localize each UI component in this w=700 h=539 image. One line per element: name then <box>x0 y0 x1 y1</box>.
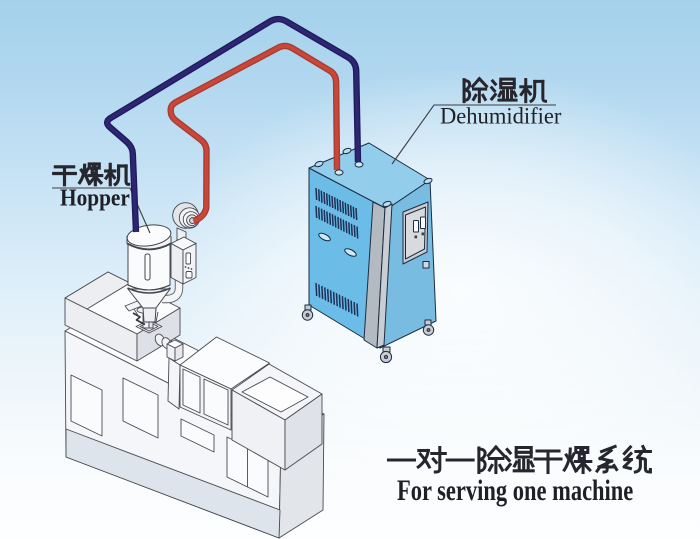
svg-text:Dehumidifier: Dehumidifier <box>440 102 562 129</box>
svg-text:Hopper: Hopper <box>60 184 130 211</box>
svg-text:For serving one machine: For serving one machine <box>397 473 633 507</box>
